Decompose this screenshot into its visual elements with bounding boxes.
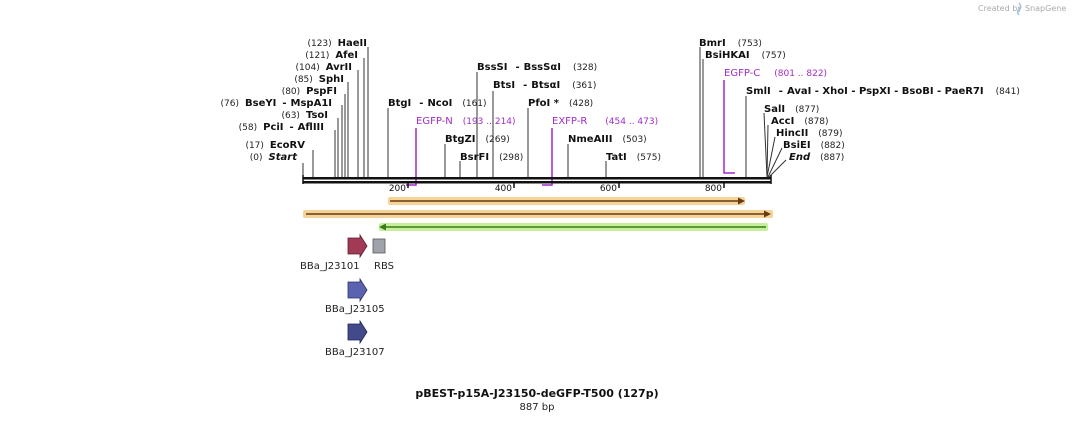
promoter-arrow-icon (347, 319, 368, 345)
feature-label: BBa_J23105 (325, 304, 385, 315)
ruler-tick-800: 800 (705, 184, 722, 194)
site-btgi: BtgI-NcoI(161) (388, 98, 487, 109)
site-avrii: (104)AvrII (296, 62, 352, 73)
site-bsrfi: BsrFI(298) (460, 152, 523, 163)
promoter-arrow-icon (347, 277, 368, 303)
map-length: 887 bp (520, 402, 555, 413)
feature-bba-j23101[interactable]: BBa_J23101 (300, 233, 368, 272)
site-acci: AccI(878) (771, 116, 829, 127)
credit-prefix: Created by (978, 4, 1022, 13)
site-pspfi: (80)PspFI (282, 86, 337, 97)
site-afei: (121)AfeI (305, 50, 358, 61)
feature-rbs[interactable]: RBS (372, 238, 394, 272)
primer-exfp-r[interactable]: EXFP-R(454 .. 473) (542, 116, 658, 186)
site-hincii: HincII(879) (776, 128, 843, 139)
site-bsihkai: BsiHKAI(757) (705, 50, 786, 61)
site-nmeaiii: NmeAIII(503) (568, 134, 647, 145)
sequence-backbone (302, 175, 772, 184)
site-bseyi: (76)BseYI-MspA1I (221, 98, 332, 109)
ruler-tick-200: 200 (389, 184, 406, 194)
snapgene-logo-icon (1016, 2, 1022, 16)
site-pcii: (58)PciI-AflIII (239, 122, 324, 133)
site-pfoi: PfoI *(428) (528, 98, 593, 109)
promoter-arrow-icon (347, 233, 368, 259)
site-bsssi: BssSI-BssSαI(328) (477, 62, 597, 73)
site-bsiei: BsiEI(882) (783, 140, 845, 151)
feature-bba-j23107[interactable]: BBa_J23107 (325, 319, 385, 358)
feature-label: RBS (374, 261, 394, 272)
site-sphi: (85)SphI (294, 74, 344, 85)
site-end: End(887) (789, 152, 844, 163)
primer-egfp-c[interactable]: EGFP-C(801 .. 822) (723, 68, 827, 174)
site-tati: TatI(575) (606, 152, 661, 163)
site-haeii: (123)HaeII (307, 38, 367, 49)
orf-reverse[interactable] (379, 223, 768, 231)
site-lines (302, 47, 787, 178)
site-btgzi: BtgZI(269) (445, 134, 510, 145)
site-bmri: BmrI(753) (699, 38, 762, 49)
site-btsi: BtsI-BtsαI(361) (493, 80, 596, 91)
site-smli: SmlI-AvaI - XhoI - PspXI - BsoBI - PaeR7… (746, 86, 1020, 97)
svg-text:EXFP-R(454 .. 473): EXFP-R(454 .. 473) (552, 116, 658, 127)
map-title: pBEST-p15A-J23150-deGFP-T500 (127p) (415, 387, 658, 400)
feature-bba-j23105[interactable]: BBa_J23105 (325, 277, 385, 315)
site-sali: SalI(877) (764, 104, 819, 115)
ruler: 200 400 600 800 (389, 182, 725, 194)
site-tsoi: (63)TsoI (281, 110, 328, 121)
orf-forward-short[interactable] (388, 197, 745, 205)
primer-egfp-n[interactable]: EGFP-N(193 .. 214) (406, 116, 516, 186)
orf-forward-full[interactable] (303, 210, 773, 218)
credit-brand: SnapGene (1025, 4, 1066, 13)
ruler-tick-600: 600 (600, 184, 617, 194)
svg-text:EGFP-C(801 .. 822): EGFP-C(801 .. 822) (724, 68, 827, 79)
site-start: (0)Start (250, 152, 298, 163)
feature-label: BBa_J23107 (325, 347, 385, 358)
ruler-tick-400: 400 (495, 184, 512, 194)
site-ecorv: (17)EcoRV (245, 140, 305, 151)
svg-text:EGFP-N(193 .. 214): EGFP-N(193 .. 214) (416, 116, 516, 127)
feature-label: BBa_J23101 (300, 261, 360, 272)
rbs-box-icon (372, 238, 386, 254)
